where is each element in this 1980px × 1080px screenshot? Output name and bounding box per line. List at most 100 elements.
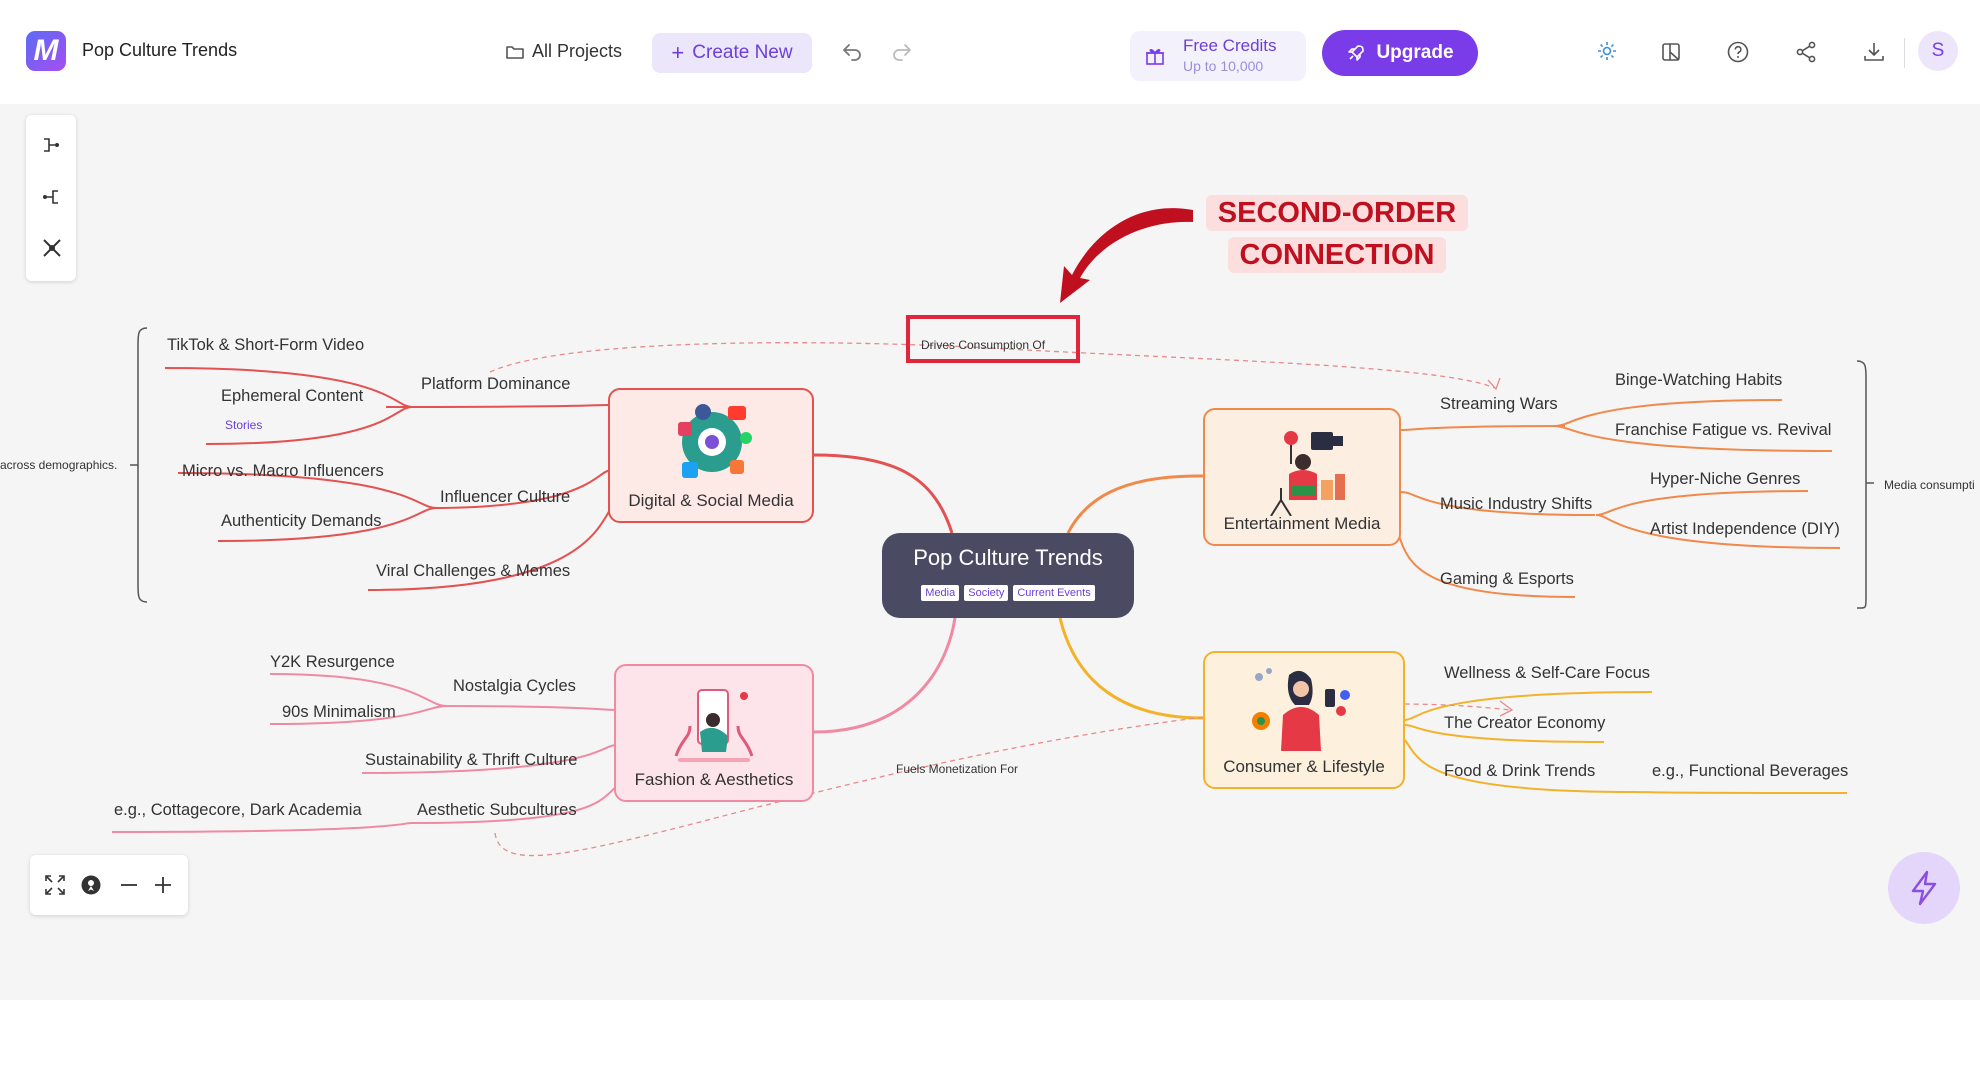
topic-stories-tag[interactable]: Stories (225, 418, 263, 432)
layout-left-icon[interactable] (41, 187, 61, 207)
tag-society[interactable]: Society (964, 585, 1009, 601)
share-icon[interactable] (1794, 40, 1818, 64)
all-projects-link[interactable]: All Projects (506, 41, 622, 62)
branch-binge (1554, 399, 1783, 427)
topic-hyper-niche[interactable]: Hyper-Niche Genres (1650, 470, 1801, 488)
annotation-line-2: CONNECTION (1227, 237, 1447, 273)
node-consumer-lifestyle[interactable]: Consumer & Lifestyle (1203, 651, 1405, 789)
topic-viral[interactable]: Viral Challenges & Memes (376, 562, 571, 580)
topic-streaming-wars[interactable]: Streaming Wars (1440, 395, 1558, 413)
tag-media[interactable]: Media (921, 585, 960, 601)
relation-fuels (494, 703, 1511, 857)
bolt-icon (1911, 870, 1937, 906)
topic-eg-cottagecore[interactable]: e.g., Cottagecore, Dark Academia (114, 801, 362, 819)
locate-icon[interactable] (80, 874, 102, 896)
summary-left[interactable]: across demographics. (0, 458, 118, 472)
node-fashion-aesthetics[interactable]: Fashion & Aesthetics (614, 664, 814, 802)
branch-streaming (1400, 425, 1566, 431)
undo-icon[interactable] (840, 40, 864, 64)
consumer-illustration-icon (1252, 668, 1350, 751)
project-title[interactable]: Pop Culture Trends (82, 40, 238, 60)
free-credits-button[interactable]: Free Credits Up to 10,000 (1130, 31, 1306, 81)
help-icon[interactable] (1726, 40, 1750, 64)
relation-fuels-arrowhead (1499, 700, 1514, 717)
branch-micro (177, 472, 437, 509)
tag-current-events[interactable]: Current Events (1013, 585, 1095, 601)
branch-eg-bev (1634, 791, 1848, 794)
upgrade-label: Upgrade (1376, 42, 1454, 63)
summary-bracket-left (130, 327, 148, 603)
redo-icon[interactable] (890, 40, 914, 64)
branch-platform (385, 404, 609, 408)
topic-eg-functional[interactable]: e.g., Functional Beverages (1652, 762, 1849, 780)
upgrade-button[interactable]: Upgrade (1322, 30, 1478, 76)
topic-sustainability[interactable]: Sustainability & Thrift Culture (365, 751, 578, 769)
topic-artist-independence[interactable]: Artist Independence (DIY) (1650, 520, 1840, 538)
topic-food-drink[interactable]: Food & Drink Trends (1444, 762, 1596, 780)
rocket-icon (1348, 45, 1365, 61)
layout-radial-icon[interactable] (41, 237, 63, 259)
branch-aesthetic (411, 784, 619, 824)
branch-gaming (1396, 529, 1576, 598)
node-fashion-label: Fashion & Aesthetics (634, 770, 794, 789)
topic-micro-macro[interactable]: Micro vs. Macro Influencers (182, 462, 384, 480)
download-icon[interactable] (1862, 40, 1886, 64)
summary-bracket-right (1856, 360, 1874, 609)
topic-nostalgia[interactable]: Nostalgia Cycles (453, 677, 576, 695)
all-projects-label: All Projects (532, 41, 623, 61)
branch-creator (1404, 724, 1605, 743)
annotation-arrow (1060, 208, 1193, 303)
connector-center-digital (813, 453, 954, 534)
create-new-button[interactable]: + Create New (652, 33, 812, 73)
annotation-line-1: SECOND-ORDER (1205, 195, 1469, 231)
root-title: Pop Culture Trends (913, 545, 1103, 570)
relation-label-fuels[interactable]: Fuels Monetization For (896, 762, 1019, 776)
layout-icon[interactable] (1660, 40, 1684, 64)
branch-ephemeral (205, 406, 413, 445)
branch-influencer (429, 469, 613, 509)
fit-screen-icon[interactable] (44, 874, 66, 896)
node-digital-social-media[interactable]: Digital & Social Media (608, 388, 814, 523)
zoom-out-icon[interactable] (118, 874, 140, 896)
node-digital-label: Digital & Social Media (628, 491, 794, 510)
entertainment-illustration-icon (1270, 431, 1345, 516)
topic-binge[interactable]: Binge-Watching Habits (1615, 371, 1783, 389)
topic-authenticity[interactable]: Authenticity Demands (221, 512, 382, 530)
topic-ephemeral[interactable]: Ephemeral Content (221, 387, 364, 405)
topic-influencer-culture[interactable]: Influencer Culture (440, 488, 571, 506)
branch-artist (1595, 514, 1841, 549)
fashion-illustration-icon (674, 689, 754, 762)
node-entertainment-label: Entertainment Media (1223, 514, 1381, 533)
logo-icon[interactable]: M (26, 31, 66, 71)
ai-assistant-button[interactable] (1888, 852, 1960, 924)
topic-y2k[interactable]: Y2K Resurgence (270, 653, 395, 671)
zoom-in-icon[interactable] (152, 874, 174, 896)
branch-y2k (269, 673, 447, 707)
folder-icon (506, 45, 524, 59)
branch-wellness (1404, 691, 1653, 721)
topic-wellness[interactable]: Wellness & Self-Care Focus (1444, 664, 1651, 682)
topic-aesthetic-subcultures[interactable]: Aesthetic Subcultures (417, 801, 577, 819)
topic-music-industry[interactable]: Music Industry Shifts (1440, 495, 1593, 513)
relation-drives-arrowhead (1487, 377, 1501, 391)
layout-right-icon[interactable] (41, 135, 61, 155)
topic-franchise[interactable]: Franchise Fatigue vs. Revival (1615, 421, 1832, 439)
sun-icon[interactable] (1596, 40, 1618, 62)
gift-icon (1146, 49, 1164, 65)
free-credits-label: Free Credits (1183, 36, 1277, 55)
node-entertainment-media[interactable]: Entertainment Media (1203, 408, 1401, 546)
zoom-toolbar (30, 855, 188, 915)
relation-label-drives[interactable]: Drives Consumption Of (921, 338, 1046, 352)
annotation-callout: SECOND-ORDER CONNECTION (1200, 192, 1474, 285)
topic-gaming[interactable]: Gaming & Esports (1440, 570, 1574, 588)
topic-platform-dominance[interactable]: Platform Dominance (421, 375, 571, 393)
root-node[interactable]: Pop Culture Trends Media Society Current… (882, 533, 1134, 618)
top-bar: M Pop Culture Trends All Projects + Crea… (0, 0, 1980, 104)
summary-right[interactable]: Media consumpti (1884, 478, 1975, 492)
branch-franchise (1554, 425, 1833, 452)
topic-tiktok[interactable]: TikTok & Short-Form Video (167, 336, 365, 354)
topic-90s[interactable]: 90s Minimalism (282, 703, 396, 721)
topic-creator-economy[interactable]: The Creator Economy (1444, 714, 1606, 732)
avatar[interactable]: S (1918, 31, 1958, 71)
